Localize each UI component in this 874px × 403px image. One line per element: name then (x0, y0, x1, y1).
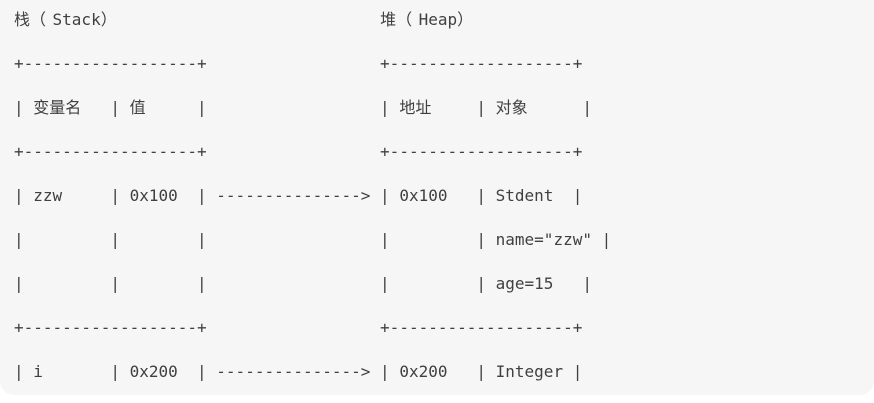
ascii-memory-diagram: 栈（Stack） 堆（Heap） +------------------+ +-… (14, 7, 866, 395)
diagram-line: +------------------+ +------------------… (14, 318, 583, 337)
diagram-line: +------------------+ +------------------… (14, 54, 583, 73)
diagram-line: +------------------+ +------------------… (14, 142, 583, 161)
diagram-line: | | | | | name="zzw" | (14, 230, 612, 249)
diagram-header-line: | 变量名 | 值 | | 地址 | 对象 | (14, 98, 592, 117)
diagram-line: | zzw | 0x100 | ---------------> | 0x100… (14, 186, 583, 205)
diagram-line: | | | | | age=15 | (14, 274, 592, 293)
diagram-line: | i | 0x200 | ---------------> | 0x200 |… (14, 362, 583, 381)
diagram-title-line: 栈（Stack） 堆（Heap） (14, 10, 474, 29)
